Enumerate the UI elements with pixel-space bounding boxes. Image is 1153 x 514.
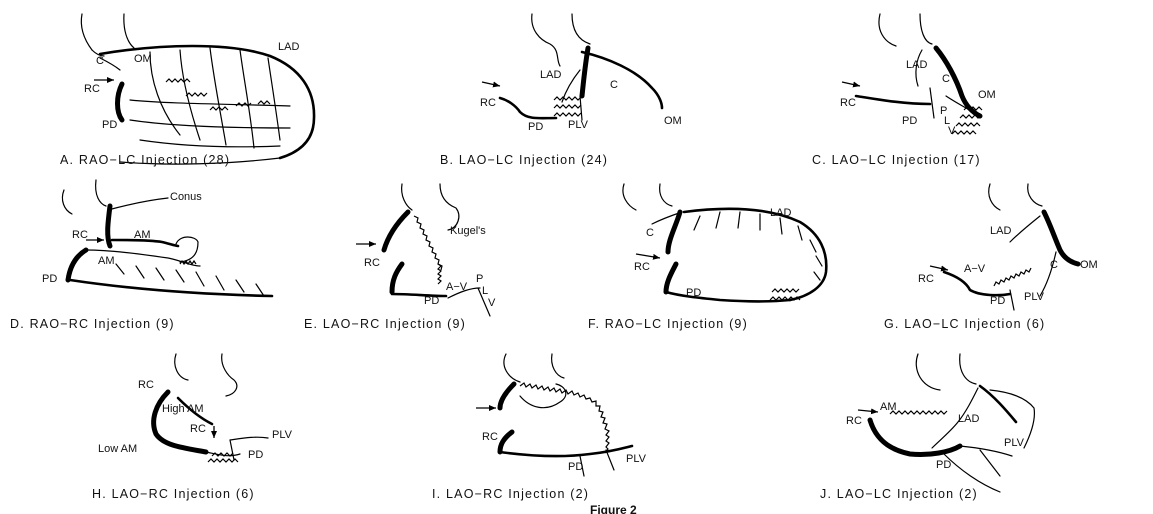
label-pd: PD xyxy=(42,273,57,285)
label-plv: PLV xyxy=(626,453,647,465)
label-rc: RC xyxy=(918,273,934,285)
label-c: C xyxy=(942,73,950,85)
panel-a-caption: A. RAO−LC Injection (28) xyxy=(60,153,230,167)
label-c: C xyxy=(610,79,618,91)
label-v: V xyxy=(948,125,956,137)
panel-g-drawing xyxy=(929,183,1081,311)
panel-e-caption: E. LAO−RC Injection (9) xyxy=(304,317,466,331)
label-lad: LAD xyxy=(990,225,1011,237)
panel-i-caption: I. LAO−RC Injection (2) xyxy=(432,487,589,501)
label-plv: PLV xyxy=(568,119,589,131)
panel-h-caption: H. LAO−RC Injection (6) xyxy=(92,487,255,501)
label-rc: RC xyxy=(840,97,856,109)
panel-c-caption: C. LAO−LC Injection (17) xyxy=(812,153,981,167)
label-om: OM xyxy=(1080,259,1098,271)
panel-d: Conus RC AM AM PD D. RAO−RC Injection (9… xyxy=(10,179,274,331)
figure-label: Figure 2 xyxy=(590,503,637,514)
panel-j-drawing xyxy=(857,353,1035,493)
label-low-am: Low AM xyxy=(98,443,137,455)
panel-f-caption: F. RAO−LC Injection (9) xyxy=(588,317,748,331)
label-rc-2: RC xyxy=(190,423,206,435)
label-rc: RC xyxy=(364,257,380,269)
label-lad: LAD xyxy=(770,207,791,219)
label-pd: PD xyxy=(568,461,583,473)
label-l: L xyxy=(482,285,488,297)
panel-c: LAD C OM RC PD P L V C. LAO−LC Injection… xyxy=(812,13,996,167)
label-pd: PD xyxy=(424,295,439,307)
label-om: OM xyxy=(978,89,996,101)
panel-f: LAD C RC PD F. RAO−LC Injection (9) xyxy=(588,183,828,331)
label-rc: RC xyxy=(634,261,650,273)
label-p: P xyxy=(940,105,947,117)
label-l: L xyxy=(944,115,950,127)
panel-i-drawing xyxy=(476,353,634,477)
panel-c-drawing xyxy=(841,13,983,135)
panel-d-drawing xyxy=(61,179,274,298)
label-plv: PLV xyxy=(1004,437,1025,449)
label-conus: Conus xyxy=(170,191,202,203)
panel-j-caption: J. LAO−LC Injection (2) xyxy=(820,487,978,501)
label-pd: PD xyxy=(990,295,1005,307)
panel-i: RC PLV PD I. LAO−RC Injection (2) xyxy=(432,353,647,501)
label-plv: PLV xyxy=(272,429,293,441)
label-rc: RC xyxy=(846,415,862,427)
label-pd: PD xyxy=(248,449,263,461)
panel-j: AM RC LAD PLV PD J. LAO−LC Injection (2) xyxy=(820,353,1035,501)
label-rc: RC xyxy=(482,431,498,443)
panel-h-drawing xyxy=(151,353,269,463)
label-pd: PD xyxy=(528,121,543,133)
label-rc-1: RC xyxy=(138,379,154,391)
label-pd: PD xyxy=(102,119,117,131)
panel-a: C OM LAD RC PD A. RAO−LC Injection (28) xyxy=(60,13,316,167)
label-c: C xyxy=(96,55,104,67)
label-pd: PD xyxy=(902,115,917,127)
panel-f-drawing xyxy=(622,183,828,303)
label-om: OM xyxy=(134,53,152,65)
label-om: OM xyxy=(664,115,682,127)
label-lad: LAD xyxy=(958,413,979,425)
label-plv: PLV xyxy=(1024,291,1045,303)
label-rc: RC xyxy=(72,229,88,241)
panel-b: LAD C OM RC PD PLV B. LAO−LC Injection (… xyxy=(440,13,682,167)
label-p: P xyxy=(476,273,483,285)
label-high-am: High AM xyxy=(162,403,204,415)
panel-g: LAD RC A−V C OM PD PLV G. LAO−LC Injecti… xyxy=(884,183,1098,331)
label-lad: LAD xyxy=(906,59,927,71)
label-pd: PD xyxy=(686,287,701,299)
label-am: AM xyxy=(880,401,897,413)
panel-a-drawing xyxy=(80,13,316,165)
label-pd: PD xyxy=(936,459,951,471)
label-am-2: AM xyxy=(98,255,115,267)
panel-b-drawing xyxy=(481,13,664,121)
label-kugel: Kugel's xyxy=(450,225,486,237)
panel-e: Kugel's RC A−V PD P L V E. LAO−RC Inject… xyxy=(304,183,496,331)
panel-h: RC High AM RC Low AM PLV PD H. LAO−RC In… xyxy=(92,353,293,501)
label-v: V xyxy=(488,297,496,309)
label-lad: LAD xyxy=(540,69,561,81)
label-av: A−V xyxy=(446,281,468,293)
label-lad: LAD xyxy=(278,41,299,53)
panel-g-caption: G. LAO−LC Injection (6) xyxy=(884,317,1045,331)
label-rc: RC xyxy=(84,83,100,95)
panel-d-caption: D. RAO−RC Injection (9) xyxy=(10,317,175,331)
panel-e-drawing xyxy=(356,183,491,317)
label-av: A−V xyxy=(964,263,986,275)
label-rc: RC xyxy=(480,97,496,109)
label-c: C xyxy=(1050,259,1058,271)
label-c: C xyxy=(646,227,654,239)
label-am-1: AM xyxy=(134,229,151,241)
panel-b-caption: B. LAO−LC Injection (24) xyxy=(440,153,608,167)
